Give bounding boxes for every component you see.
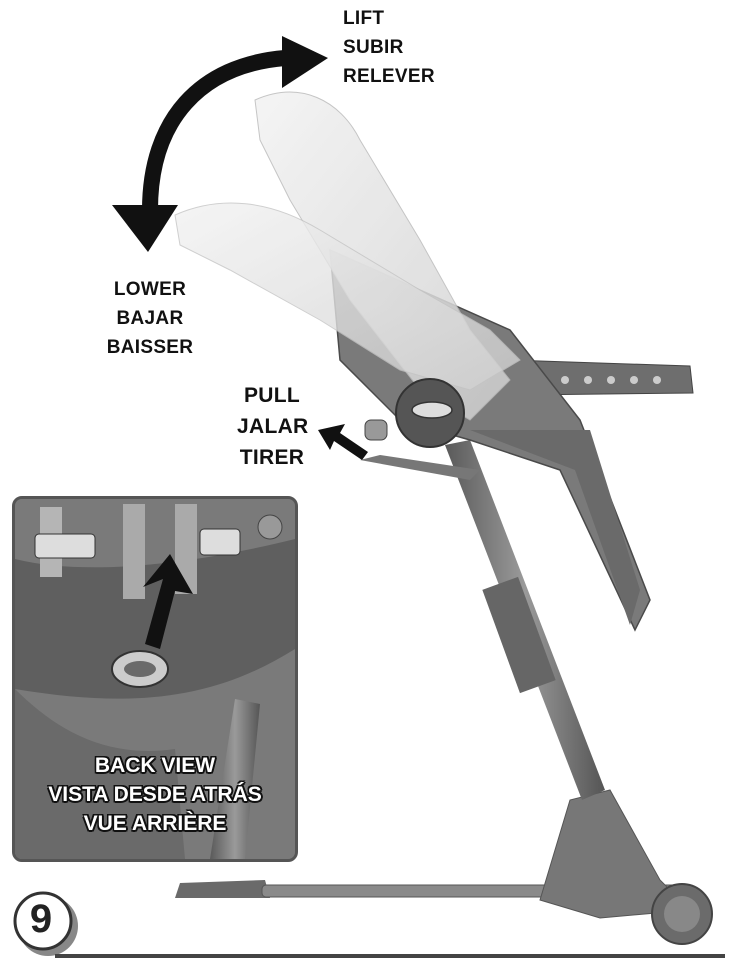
chair-legs: [360, 440, 605, 800]
pull-label-fr: TIRER: [237, 442, 307, 473]
back-view-inset: BACK VIEW VISTA DESDE ATRÁS VUE ARRIÈRE: [12, 496, 298, 862]
step-number: 9: [12, 897, 70, 942]
back-view-label-en: BACK VIEW: [15, 751, 295, 780]
pull-label-es: JALAR: [237, 411, 307, 442]
back-view-label-fr: VUE ARRIÈRE: [15, 809, 295, 838]
lift-label: LIFT SUBIR RELEVER: [343, 4, 435, 91]
lower-label-es: BAJAR: [105, 304, 195, 333]
back-view-labels: BACK VIEW VISTA DESDE ATRÁS VUE ARRIÈRE: [15, 751, 295, 838]
lower-label: LOWER BAJAR BAISSER: [105, 275, 195, 362]
lower-label-fr: BAISSER: [105, 333, 195, 362]
bottom-divider: [55, 954, 725, 958]
pull-label-en: PULL: [237, 380, 307, 411]
lower-label-en: LOWER: [105, 275, 195, 304]
pull-label: PULL JALAR TIRER: [237, 380, 307, 473]
pull-arrow: [318, 424, 368, 460]
lift-label-es: SUBIR: [343, 33, 435, 62]
back-view-label-es: VISTA DESDE ATRÁS: [15, 780, 295, 809]
lift-label-fr: RELEVER: [343, 62, 435, 91]
lift-label-en: LIFT: [343, 4, 435, 33]
